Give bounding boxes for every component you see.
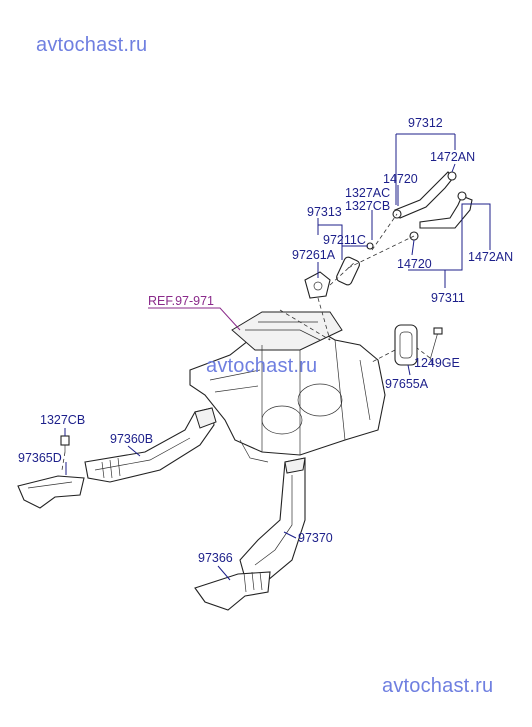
screw-1327cb-left — [60, 435, 70, 452]
label-97655a: 97655A — [385, 377, 429, 391]
label-97366: 97366 — [198, 551, 233, 565]
duct-97360b — [84, 407, 217, 483]
leader-lines — [64, 133, 491, 581]
label-97311: 97311 — [431, 291, 465, 305]
label-14720-bottom: 14720 — [397, 257, 432, 271]
label-97261a: 97261A — [292, 248, 336, 262]
label-97365d: 97365D — [18, 451, 62, 465]
ref-label: REF.97-971 — [148, 294, 215, 308]
label-97312: 97312 — [408, 116, 443, 130]
heater-unit — [189, 311, 386, 463]
gasket-97655a — [394, 324, 418, 366]
label-97313: 97313 — [307, 205, 342, 219]
clamp-1472an-top — [447, 171, 457, 181]
watermark-bottom: avtochast.ru — [382, 675, 494, 697]
label-97211c: 97211C — [323, 233, 366, 247]
duct-97370 — [239, 457, 306, 581]
label-1327cb-top: 1327CB — [345, 199, 391, 213]
grommet-97313 — [336, 256, 360, 286]
label-97360b: 97360B — [110, 432, 154, 446]
label-1249ge: 1249GE — [414, 356, 460, 370]
label-1472an-right: 1472AN — [468, 250, 514, 264]
vent-97365d — [17, 475, 85, 509]
label-1472an-top: 1472AN — [430, 150, 476, 164]
assembly-lines — [61, 213, 431, 471]
watermark-middle: avtochast.ru — [206, 355, 318, 377]
bolt-1249ge — [429, 327, 443, 361]
label-14720-top: 14720 — [383, 172, 418, 186]
clamp-1472an-right — [457, 191, 467, 201]
label-1327cb-left: 1327CB — [40, 413, 86, 427]
vent-97366 — [194, 571, 271, 611]
watermark-top: avtochast.ru — [36, 34, 148, 56]
label-1327ac: 1327AC — [345, 186, 391, 200]
label-97370: 97370 — [298, 531, 333, 545]
